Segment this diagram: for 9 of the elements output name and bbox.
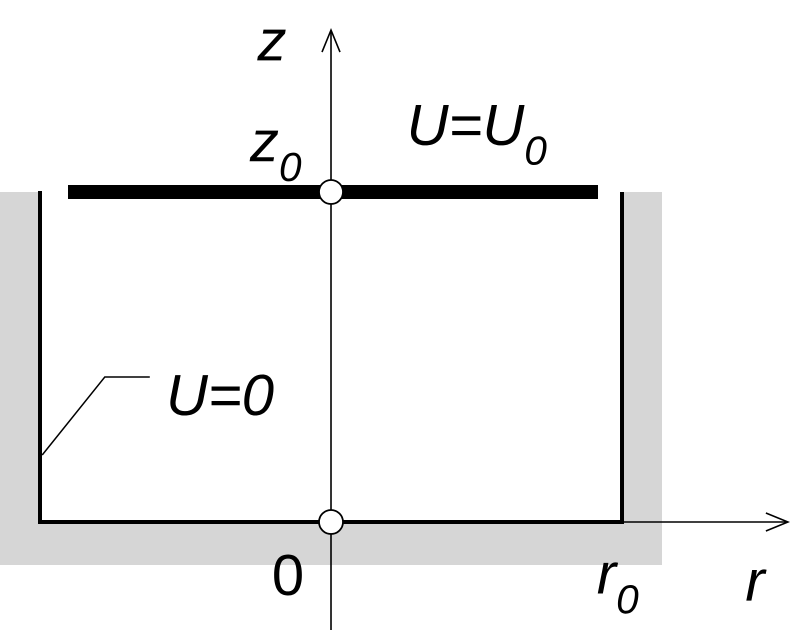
axis-label: z$_{0}$ bbox=[250, 130, 302, 182]
axis-label: 0 bbox=[274, 554, 302, 596]
side-wall bbox=[38, 191, 42, 523]
boundary-label: U=0 bbox=[170, 374, 274, 416]
leader-line bbox=[42, 376, 150, 456]
axis-label: z bbox=[257, 30, 286, 60]
axis-label: U=U$_{0}$ bbox=[410, 104, 547, 166]
axis-label: r$_{0}$ bbox=[598, 562, 638, 614]
axis-label: r bbox=[746, 569, 767, 601]
